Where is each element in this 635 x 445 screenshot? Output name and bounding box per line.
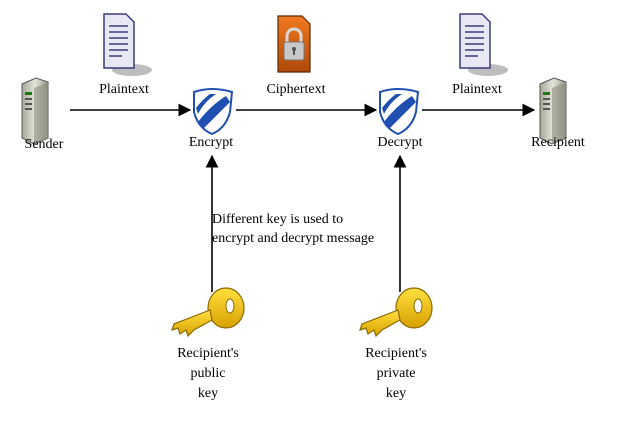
decrypt-shield-icon <box>379 88 420 136</box>
decrypt-label: Decrypt <box>377 135 422 150</box>
ciphertext-locked-document-icon <box>277 15 311 73</box>
public-key-icon <box>171 287 245 338</box>
public-key-label-line-3: key <box>198 386 218 401</box>
sender-label: Sender <box>25 137 64 152</box>
private-key-label-line-3: key <box>386 386 406 401</box>
private-key-icon <box>359 287 433 338</box>
plaintext-in-label: Plaintext <box>99 82 149 97</box>
recipient-label: Recipient <box>531 135 585 150</box>
plaintext-out-label: Plaintext <box>452 82 502 97</box>
recipient-server-icon <box>539 77 567 145</box>
sender-server-icon <box>21 77 49 145</box>
encrypt-shield-icon <box>193 88 234 136</box>
note-line-1: Different key is used to <box>212 212 343 227</box>
flow-arrows <box>70 103 536 292</box>
encrypt-label: Encrypt <box>189 135 233 150</box>
plaintext-out-document-icon <box>459 13 508 76</box>
plaintext-in-document-icon <box>103 13 152 76</box>
note-line-2: encrypt and decrypt message <box>212 231 374 246</box>
public-key-label-line-1: Recipient's <box>177 346 239 361</box>
public-key-label-line-2: public <box>191 366 226 381</box>
ciphertext-label: Ciphertext <box>266 82 325 97</box>
private-key-label-line-2: private <box>377 366 416 381</box>
private-key-label-line-1: Recipient's <box>365 346 427 361</box>
